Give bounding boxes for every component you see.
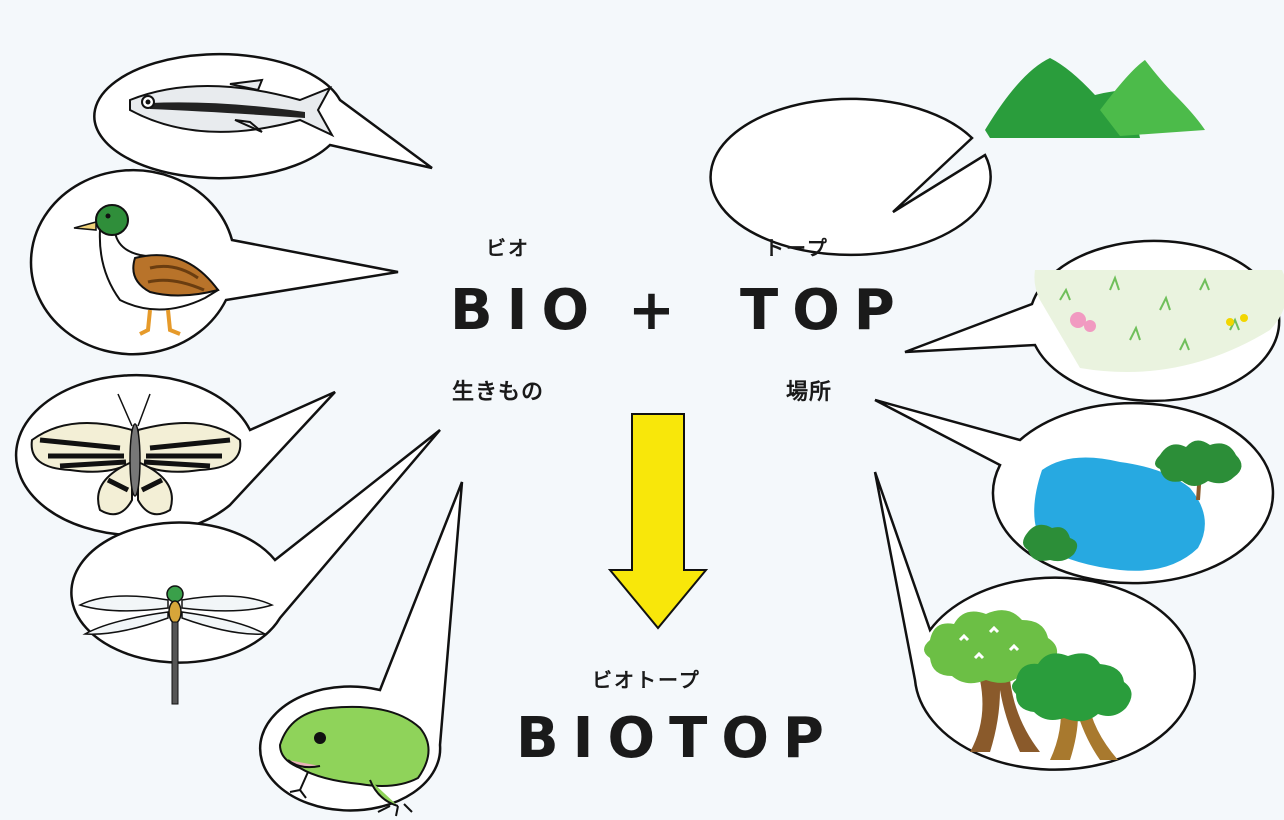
- top-word: TOP: [740, 278, 909, 343]
- fish-bubble: [94, 54, 432, 178]
- result-ruby: ビオトープ: [592, 664, 701, 693]
- result-word: BIOTOP: [516, 706, 838, 771]
- duck-bubble: [31, 170, 398, 354]
- butterfly-bubble: [16, 375, 335, 535]
- frog-bubble: [260, 482, 462, 816]
- mountain-bubble: [711, 58, 1205, 255]
- bio-ruby: ビオ: [486, 232, 530, 261]
- result-arrow: [610, 414, 706, 628]
- top-ruby: トープ: [764, 232, 829, 261]
- bio-word: BIO: [450, 278, 603, 343]
- mountain-icon: [985, 58, 1205, 138]
- grassland-bubble: [905, 241, 1284, 401]
- bio-gloss: 生きもの: [452, 374, 544, 406]
- pond-bubble: [875, 400, 1273, 583]
- plus-sign: +: [628, 278, 689, 343]
- top-gloss: 場所: [786, 374, 832, 406]
